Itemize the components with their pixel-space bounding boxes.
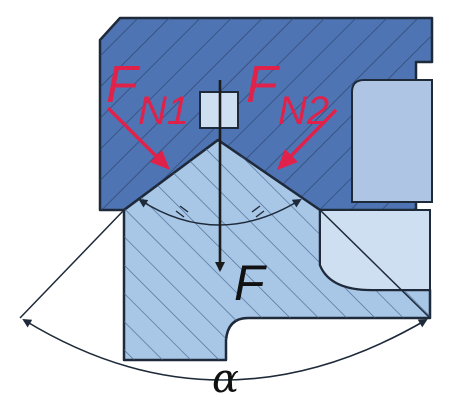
normal-force-1-sub: N1 [138,89,189,133]
housing-pocket [351,79,433,203]
cone-angle-label: α [212,356,239,402]
normal-force-arrows [106,106,338,170]
normal-force-1-label: F N1 [106,56,189,133]
lower-valve-body [122,138,432,362]
normal-force-2-main: F [246,56,281,114]
normal-force-2-sub: N2 [278,89,329,133]
normal-force-2-label: F N2 [246,56,329,133]
resultant-force-label: F [234,255,267,311]
normal-force-1-main: F [106,56,141,114]
resultant-force-arrow: F [215,80,267,311]
cone-angle-indicator: α [19,209,431,402]
right-shoulder [319,209,431,291]
